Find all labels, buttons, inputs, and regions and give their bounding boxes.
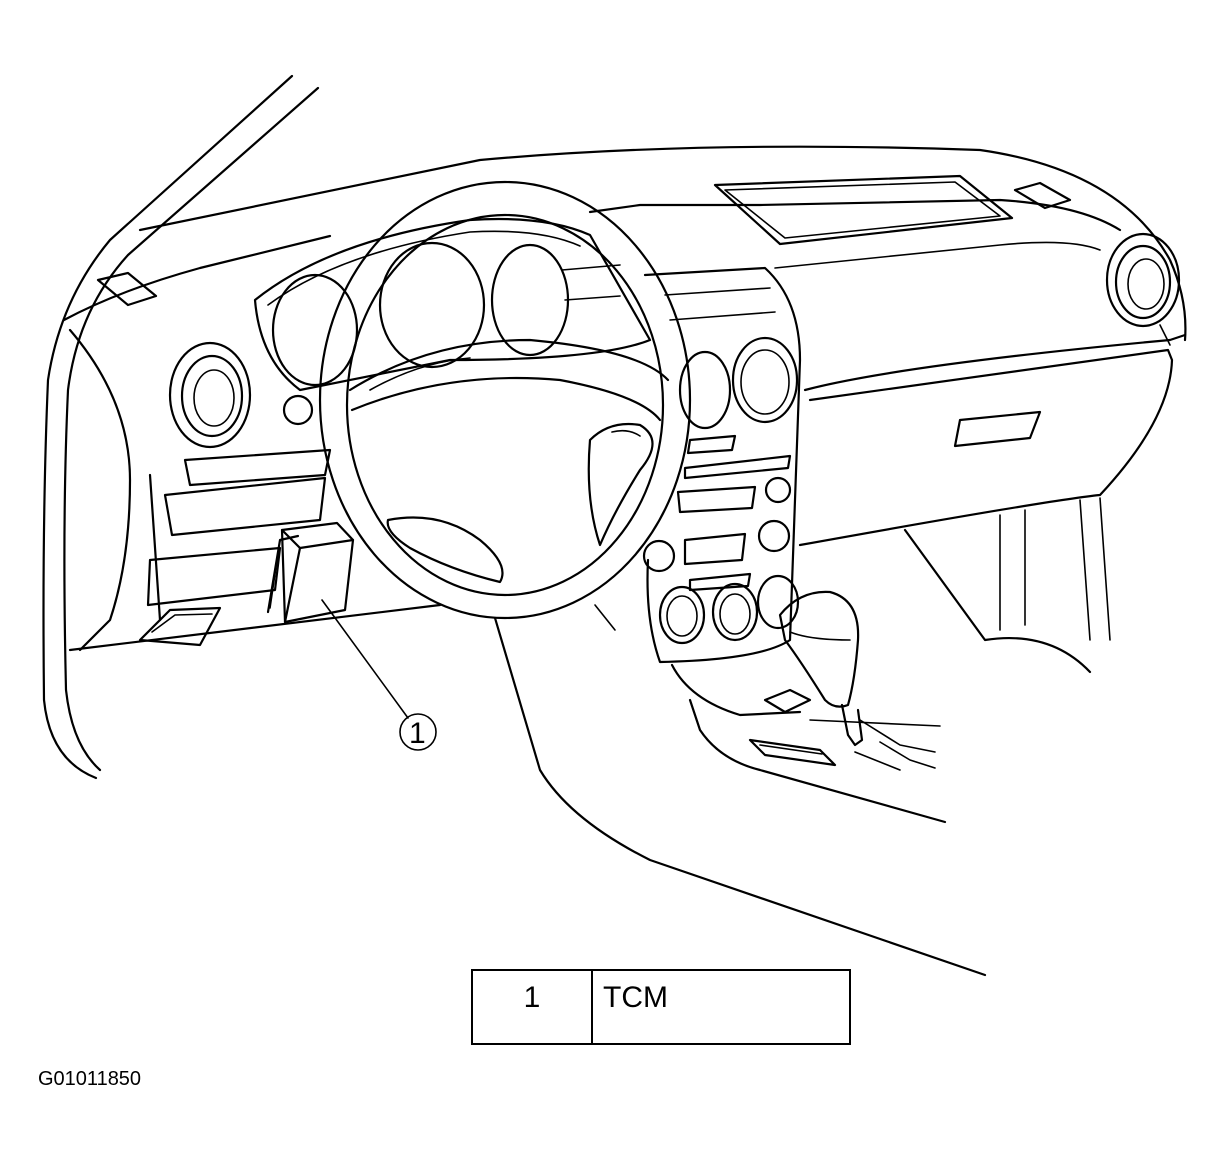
center-stack (561, 264, 802, 664)
figure-id: G01011850 (38, 1068, 142, 1090)
steering-wheel (318, 180, 692, 620)
gear-shifter (778, 590, 864, 747)
defroster-vents (96, 174, 1072, 307)
lower-left-dash (68, 328, 442, 652)
instrument-cluster (253, 217, 652, 426)
legend-table: 1 TCM (471, 969, 851, 1045)
center-console (670, 663, 947, 824)
legend-label-cell: TCM (603, 981, 668, 1014)
a-pillar (42, 74, 320, 780)
steering-column (493, 604, 987, 977)
tcm-module (266, 521, 355, 624)
dashboard-top (62, 145, 1187, 342)
callout-1: 1 (321, 599, 437, 751)
legend-number-cell: 1 (473, 971, 593, 1043)
passenger-side-dash (798, 232, 1187, 674)
driver-side-vent (168, 341, 252, 449)
callout-number: 1 (409, 717, 426, 750)
